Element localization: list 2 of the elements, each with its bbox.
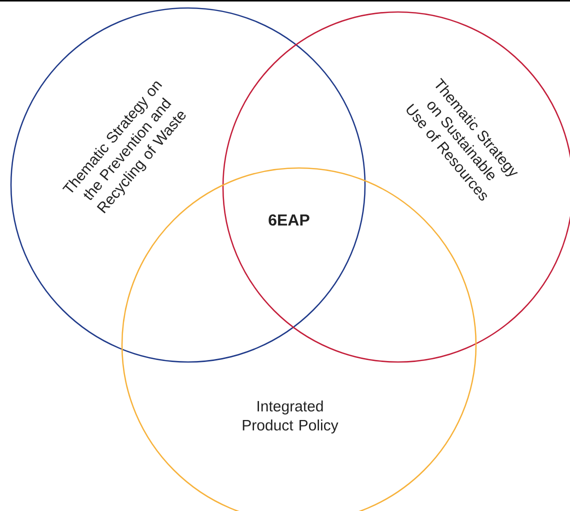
circle-label: Integrated Product Policy — [242, 400, 338, 434]
center-label: 6EAP — [268, 214, 310, 226]
